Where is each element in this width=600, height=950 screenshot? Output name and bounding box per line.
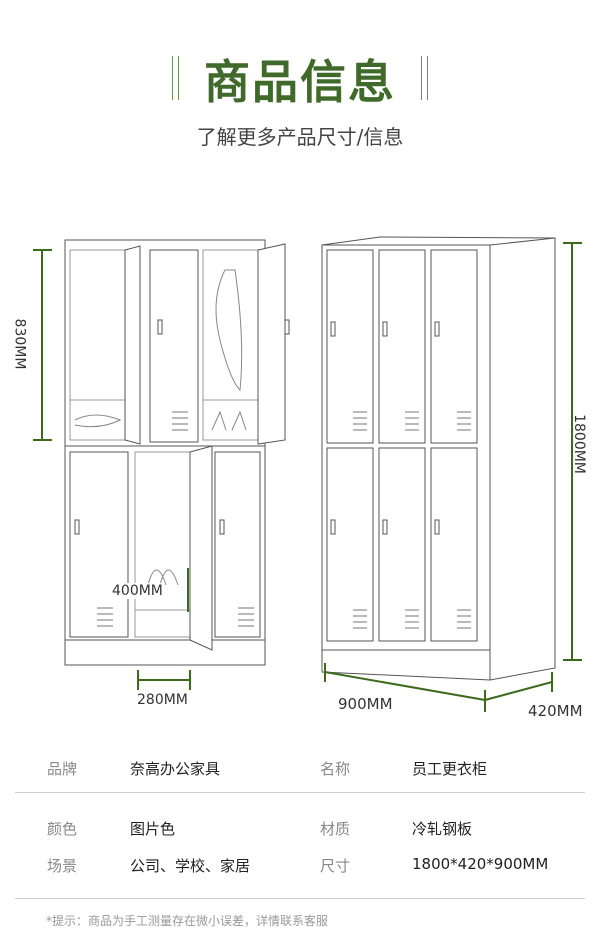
page-subtitle: 了解更多产品尺寸/信息 — [196, 125, 404, 149]
locker-door — [378, 447, 426, 642]
disclaimer-note: *提示：商品为手工测量存在微小误差，详情联系客服 — [46, 914, 329, 928]
lock-icon — [434, 519, 440, 535]
spec-value-brand: 奈高办公家具 — [130, 760, 221, 778]
spec-label-name: 名称 — [320, 760, 351, 778]
dimension-width: 900MM — [338, 695, 393, 713]
dimension-height-top: 830MM — [11, 318, 28, 370]
divider — [15, 792, 585, 793]
spec-label-scene: 场景 — [47, 857, 78, 875]
spec-value-name: 员工更衣柜 — [412, 760, 488, 778]
title-divider-right-inner — [421, 56, 422, 100]
locker-door — [378, 249, 426, 444]
open-locker-illustration — [64, 239, 290, 666]
dimension-door-width: 280MM — [137, 692, 188, 708]
lock-icon — [330, 321, 336, 337]
title-divider-left-inner — [178, 56, 179, 100]
closed-locker-illustration — [321, 236, 556, 681]
dimension-lines — [33, 242, 582, 712]
dimension-height-total: 1800MM — [570, 414, 587, 474]
dimension-inner-depth: 400MM — [112, 583, 163, 599]
page-title: 商品信息 — [204, 55, 396, 109]
spec-label-material: 材质 — [320, 820, 351, 838]
locker-doors — [326, 249, 478, 642]
locker-door — [430, 447, 478, 642]
divider — [15, 898, 585, 899]
title-divider-right — [427, 56, 428, 100]
locker-door — [430, 249, 478, 444]
locker-door — [326, 447, 374, 642]
lock-icon — [382, 519, 388, 535]
spec-value-material: 冷轧钢板 — [412, 820, 473, 838]
locker-drawings — [33, 236, 582, 712]
lock-icon — [330, 519, 336, 535]
dimension-depth: 420MM — [528, 702, 583, 720]
spec-label-brand: 品牌 — [47, 760, 78, 778]
spec-value-size: 1800*420*900MM — [412, 855, 549, 873]
spec-label-size: 尺寸 — [320, 857, 351, 875]
spec-label-color: 颜色 — [47, 820, 78, 838]
title-divider-left — [172, 56, 173, 100]
locker-door — [326, 249, 374, 444]
lock-icon — [382, 321, 388, 337]
spec-value-color: 图片色 — [130, 820, 176, 838]
lock-icon — [434, 321, 440, 337]
spec-value-scene: 公司、学校、家居 — [130, 857, 251, 875]
